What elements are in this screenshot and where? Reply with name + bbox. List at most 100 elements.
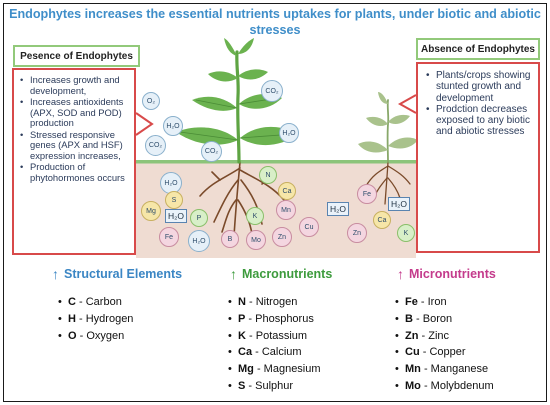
absence-pointer-arrow (397, 94, 417, 114)
soil-bubble-k: K (246, 207, 264, 225)
element-symbol: B (405, 312, 413, 325)
element-name: Boron (422, 312, 453, 325)
small-plant-leaves (358, 92, 418, 153)
up-arrow-icon: ↑ (52, 266, 59, 282)
presence-item: Increases antioxidents (APX, SOD and POD… (18, 96, 134, 129)
element-name: Copper (429, 346, 466, 359)
element-item: Cu - Copper (395, 344, 494, 361)
element-name: Carbon (85, 296, 122, 308)
micro-heading-text: Micronutrients (409, 267, 496, 281)
up-arrow-icon: ↑ (397, 266, 404, 282)
soil-bubble-zn: Zn (272, 227, 292, 247)
figure-title: Endophytes increases the essential nutri… (9, 7, 541, 21)
element-item: B - Boron (395, 311, 494, 328)
small-plant-stem (386, 99, 390, 163)
figure-frame (3, 3, 547, 402)
element-name: Nitrogen (255, 296, 298, 308)
element-symbol: S (238, 379, 246, 392)
soil-bubble-mn: Mn (276, 200, 296, 220)
element-name: Magnesium (263, 363, 321, 376)
element-item: Mn - Manganese (395, 361, 494, 378)
soil-bubble-p: P (190, 209, 208, 227)
element-item: Fe - Iron (395, 294, 494, 311)
soil-bubble-s: S (165, 191, 183, 209)
structural-heading-text: Structural Elements (64, 267, 183, 281)
element-item: S - Sulphur (228, 378, 321, 395)
soil-bubble-k: K (397, 224, 415, 242)
soil-bubble-mg: Mg (141, 201, 161, 221)
element-item: Mg - Magnesium (228, 361, 321, 378)
element-symbol: Fe (405, 296, 418, 308)
air-bubble-h2o: H₂O (163, 116, 183, 136)
ground-line (136, 160, 416, 164)
element-name: Iron (427, 296, 447, 308)
macro-heading-text: Macronutrients (242, 267, 333, 281)
element-item: P - Phosphorus (228, 311, 321, 328)
element-symbol: K (238, 329, 246, 342)
macronutrients-heading: ↑ Macronutrients (230, 266, 332, 282)
big-plant-stem (235, 50, 241, 164)
element-symbol: Zn (405, 329, 419, 342)
soil-bubble-fe: Fe (159, 227, 179, 247)
element-item: K - Potassium (228, 328, 321, 345)
element-symbol: Mo (405, 379, 421, 392)
soil-bubble-zn: Zn (347, 223, 367, 243)
figure-title-line2: stresses (249, 23, 301, 37)
presence-list: Increases growth and development, Increa… (18, 74, 134, 184)
soil-bubble-n: N (259, 166, 277, 184)
element-name: Hydrogen (85, 312, 134, 325)
element-name: Oxygen (86, 329, 125, 342)
water-label: H₂O (327, 202, 349, 216)
air-bubble-h2o: H₂O (279, 123, 299, 143)
element-name: Sulphur (255, 379, 294, 392)
presence-panel: Increases growth and development, Increa… (12, 68, 136, 255)
air-bubble-co2: CO₂ (145, 135, 166, 156)
absence-panel-title: Absence of Endophytes (416, 38, 540, 60)
element-symbol: H (68, 312, 76, 325)
presence-panel-title: Pesence of Endophytes (13, 45, 140, 67)
element-item: Ca - Calcium (228, 344, 321, 361)
absence-panel: Plants/crops showing stunted growth and … (416, 62, 540, 253)
structural-elements-heading: ↑ Structural Elements (52, 266, 182, 282)
soil-bubble-h2o: H₂O (188, 230, 210, 252)
element-symbol: N (238, 296, 246, 308)
air-bubble-co2: CO₂ (261, 80, 283, 102)
element-item: Zn - Zinc (395, 328, 494, 345)
absence-item: Prodction decreases exposed to any bioti… (424, 104, 538, 138)
element-item: O - Oxygen (58, 328, 133, 345)
soil-bubble-fe: Fe (357, 184, 377, 204)
element-symbol: Mg (238, 363, 254, 376)
water-label: H₂O (165, 209, 187, 223)
presence-item: Stressed responsive genes (APX and HSF) … (18, 129, 134, 162)
presence-item: Production of phytohormones occurs (18, 161, 134, 183)
micronutrients-list: Fe - Iron B - Boron Zn - Zinc Cu - Coppe… (395, 294, 494, 395)
element-name: Potassium (255, 329, 308, 342)
element-item: N - Nitrogen (228, 294, 321, 311)
soil-bubble-cu: Cu (299, 217, 319, 237)
element-symbol: Mn (405, 363, 421, 376)
element-name: Manganese (430, 363, 489, 376)
element-item: Mo - Molybdenum (395, 378, 494, 395)
air-bubble-co2: CO₂ (201, 141, 222, 162)
element-symbol: O (68, 329, 77, 342)
element-item: H - Hydrogen (58, 311, 133, 328)
presence-item: Increases growth and development, (18, 74, 134, 96)
element-symbol: Cu (405, 346, 420, 359)
up-arrow-icon: ↑ (230, 266, 237, 282)
element-item: C - Carbon (58, 294, 133, 311)
soil-bubble-b: B (221, 230, 239, 248)
element-name: Molybdenum (430, 379, 494, 392)
absence-item: Plants/crops showing stunted growth and … (424, 70, 538, 104)
element-name: Calcium (261, 346, 302, 359)
element-symbol: C (68, 296, 76, 308)
macronutrients-list: N - Nitrogen P - Phosphorus K - Potassiu… (228, 294, 321, 395)
element-symbol: P (238, 312, 246, 325)
structural-elements-list: C - Carbon H - Hydrogen O - Oxygen (58, 294, 133, 344)
presence-pointer-arrow (135, 112, 154, 136)
water-label: H₂O (388, 197, 410, 211)
element-symbol: Ca (238, 346, 253, 359)
air-bubble-o2: O₂ (142, 92, 160, 110)
soil-bubble-ca: Ca (373, 211, 391, 229)
micronutrients-heading: ↑ Micronutrients (397, 266, 496, 282)
soil-bubble-ca: Ca (278, 182, 296, 200)
